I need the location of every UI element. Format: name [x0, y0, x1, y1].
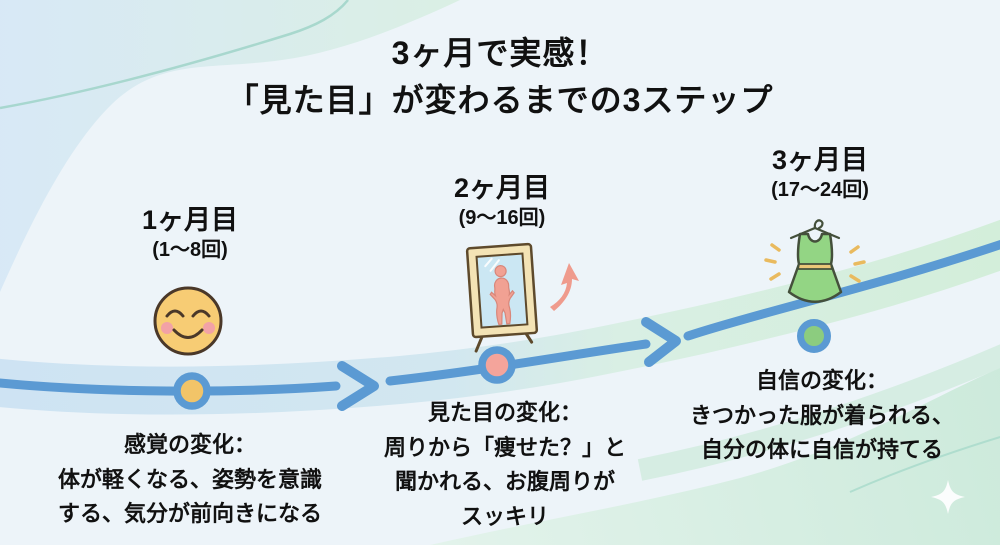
sparkle-dashes-icon — [764, 243, 866, 283]
step-1-desc-line: 体が軽くなる、姿勢を意識 — [57, 466, 322, 492]
background-wave-bottom-right — [430, 344, 1000, 545]
step-2-desc-line: スッキリ — [460, 503, 549, 529]
step-3-desc-line: 自信の変化： — [755, 368, 888, 393]
step-3-desc-line: きつかった服が着られる、 — [689, 402, 954, 428]
sparkle-icon — [931, 480, 965, 514]
step-3-sessions-label: (17〜24回) — [771, 179, 869, 201]
mirror-icon — [465, 242, 579, 353]
step-3-month-label: 3ヶ月目 — [771, 145, 869, 175]
dress-icon — [764, 219, 866, 303]
step-2-description: 見た目の変化： 周りから「痩せた？」と 聞かれる、お腹周りが スッキリ — [350, 396, 660, 534]
step-3-description: 自信の変化： きつかった服が着られる、 自分の体に自信が持てる — [652, 364, 992, 468]
step-2-month-label: 2ヶ月目 — [453, 173, 551, 203]
upturn-arrow-icon — [550, 263, 579, 311]
step-1-desc-line: 感覚の変化： — [123, 432, 256, 457]
title-line-2: 「見た目」が変わるまでの3ステップ — [226, 82, 774, 118]
step-1-header: 1ヶ月目 (1〜8回) — [60, 203, 320, 263]
step-1-sessions-label: (1〜8回) — [152, 239, 228, 261]
title-line-1: 3ヶ月で実感！ — [391, 35, 609, 71]
timeline-marker-1 — [173, 372, 211, 410]
step-1-month-label: 1ヶ月目 — [141, 205, 239, 235]
step-2-desc-line: 聞かれる、お腹周りが — [394, 469, 615, 494]
step-1-description: 感覚の変化： 体が軽くなる、姿勢を意識 する、気分が前向きになる — [35, 428, 345, 532]
step-2-header: 2ヶ月目 (9〜16回) — [372, 171, 632, 231]
smiley-face-icon — [153, 286, 223, 356]
step-3-header: 3ヶ月目 (17〜24回) — [690, 143, 950, 203]
timeline-marker-3 — [797, 319, 831, 353]
background-wave-top-left — [0, 0, 460, 292]
step-2-desc-line: 周りから「痩せた？」と — [383, 434, 626, 460]
arrowhead-icon — [641, 317, 681, 367]
step-2-sessions-label: (9〜16回) — [458, 207, 546, 229]
timeline-marker-2 — [478, 346, 516, 384]
arrowhead-icon — [337, 361, 379, 411]
step-2-desc-line: 見た目の変化： — [427, 400, 582, 425]
step-3-desc-line: 自分の体に自信が持てる — [700, 437, 943, 462]
page-title: 3ヶ月で実感！ 「見た目」が変わるまでの3ステップ — [0, 30, 1000, 124]
step-1-desc-line: する、気分が前向きになる — [57, 501, 322, 526]
